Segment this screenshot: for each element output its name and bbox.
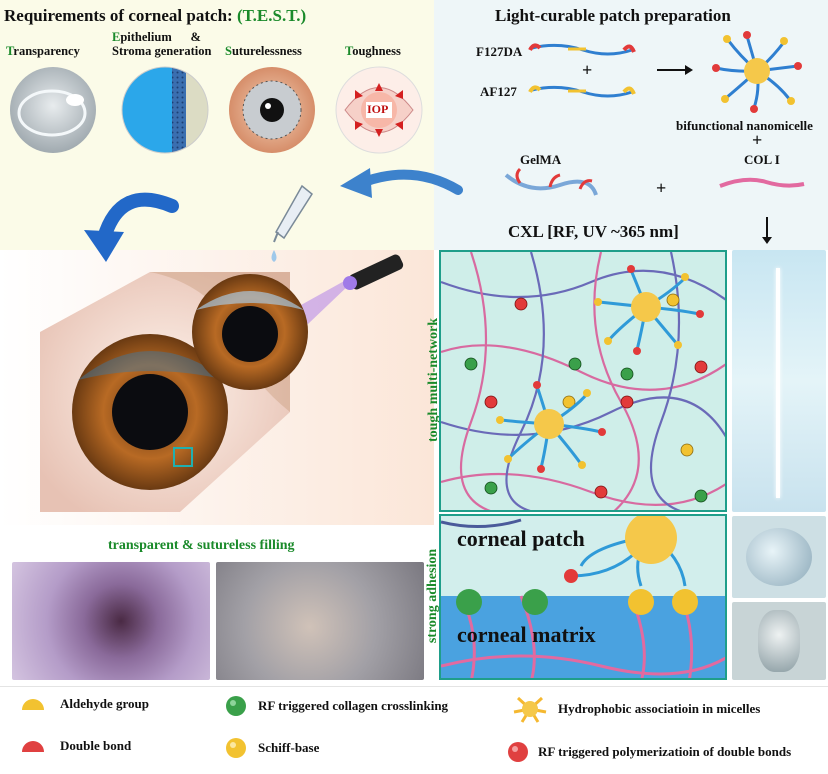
uv-flashlight-icon xyxy=(292,254,404,324)
multi-network-panel xyxy=(439,250,727,512)
micelle-core-icon xyxy=(513,696,547,723)
dropper-icon xyxy=(271,184,313,262)
plus-sign-3: + xyxy=(656,178,667,198)
f127da-label: F127DA xyxy=(476,44,523,59)
col-chain-icon xyxy=(719,177,805,188)
double-bond-half-circle-icon xyxy=(22,741,44,752)
cxl-label: CXL [RF, UV ~365 nm] xyxy=(508,222,679,241)
filling-photo-left xyxy=(12,562,210,680)
plus-sign-2: + xyxy=(752,130,763,150)
patch-disc xyxy=(746,528,812,586)
red-sphere-icon xyxy=(508,742,528,762)
nanomicelle-label: bifunctional nanomicelle xyxy=(676,118,813,133)
nanomicelle-icon xyxy=(712,31,802,113)
req-suturelessness: Suturelessness xyxy=(225,44,302,58)
requirement-icons xyxy=(10,66,423,154)
patch-photo-top xyxy=(732,516,826,598)
legend-divider xyxy=(0,686,828,687)
req-transparency: Transparency xyxy=(6,44,80,58)
right-background xyxy=(434,0,828,250)
gelma-label: GelMA xyxy=(520,152,562,167)
aldehyde-half-circle-icon xyxy=(22,699,44,710)
gelma-chain-icon xyxy=(504,167,598,196)
requirements-acronym: (T.E.S.T.) xyxy=(236,6,307,25)
req-stroma: Stroma generation xyxy=(112,44,212,58)
legend-double-bond-polymerization: RF triggered polymerizatioin of double b… xyxy=(506,740,791,764)
polymer-chains xyxy=(528,43,636,98)
legend-hydrophobic-association: Hydrophobic associatioin in micelles xyxy=(510,694,760,724)
micelle-cluster-top xyxy=(594,265,704,355)
yellow-sphere-icon xyxy=(226,738,246,758)
patch-fragment xyxy=(758,610,800,672)
network-diagram xyxy=(441,252,725,510)
legend-double-bond: Double bond xyxy=(20,738,131,754)
af127-label: AF127 xyxy=(480,84,517,99)
patch-photo-bottom xyxy=(732,602,826,680)
micelle-cluster-bottom xyxy=(496,381,606,473)
transparency-icon xyxy=(10,67,96,153)
suturelessness-icon xyxy=(229,67,315,153)
filling-title: transparent & sutureless filling xyxy=(108,538,295,553)
req-epithelium: Epithelium & xyxy=(112,30,201,44)
green-sphere-icon xyxy=(226,696,246,716)
col-label: COL I xyxy=(744,152,780,167)
down-arrow xyxy=(762,217,772,244)
preparation-title: Light-curable patch preparation xyxy=(495,6,731,25)
curved-blue-arrow xyxy=(84,192,179,262)
toughness-icon xyxy=(335,66,423,154)
filling-photo-right xyxy=(216,562,424,680)
plus-sign-1: + xyxy=(582,60,593,80)
req-toughness: Toughness xyxy=(345,44,401,58)
arrow-to-micelle xyxy=(657,65,693,75)
corneal-patch-label: corneal patch xyxy=(457,526,585,551)
stretched-fiber xyxy=(776,268,780,498)
iop-label: IOP xyxy=(367,102,389,116)
requirements-title: Requirements of corneal patch: (T.E.S.T.… xyxy=(4,6,307,25)
legend-collagen-crosslinking: RF triggered collagen crosslinking xyxy=(224,694,448,718)
corneal-matrix-label: corneal matrix xyxy=(457,622,596,647)
adhesion-diagram xyxy=(441,516,725,678)
adhesion-panel: corneal patch corneal matrix xyxy=(439,514,727,680)
stretch-photo xyxy=(732,250,826,512)
epithelium-stroma-icon xyxy=(121,66,209,154)
legend-schiff-base: Schiff-base xyxy=(224,736,319,760)
legend-aldehyde: Aldehyde group xyxy=(20,696,149,712)
eye-illustration xyxy=(40,272,308,512)
curved-arrow-to-left xyxy=(340,168,463,198)
